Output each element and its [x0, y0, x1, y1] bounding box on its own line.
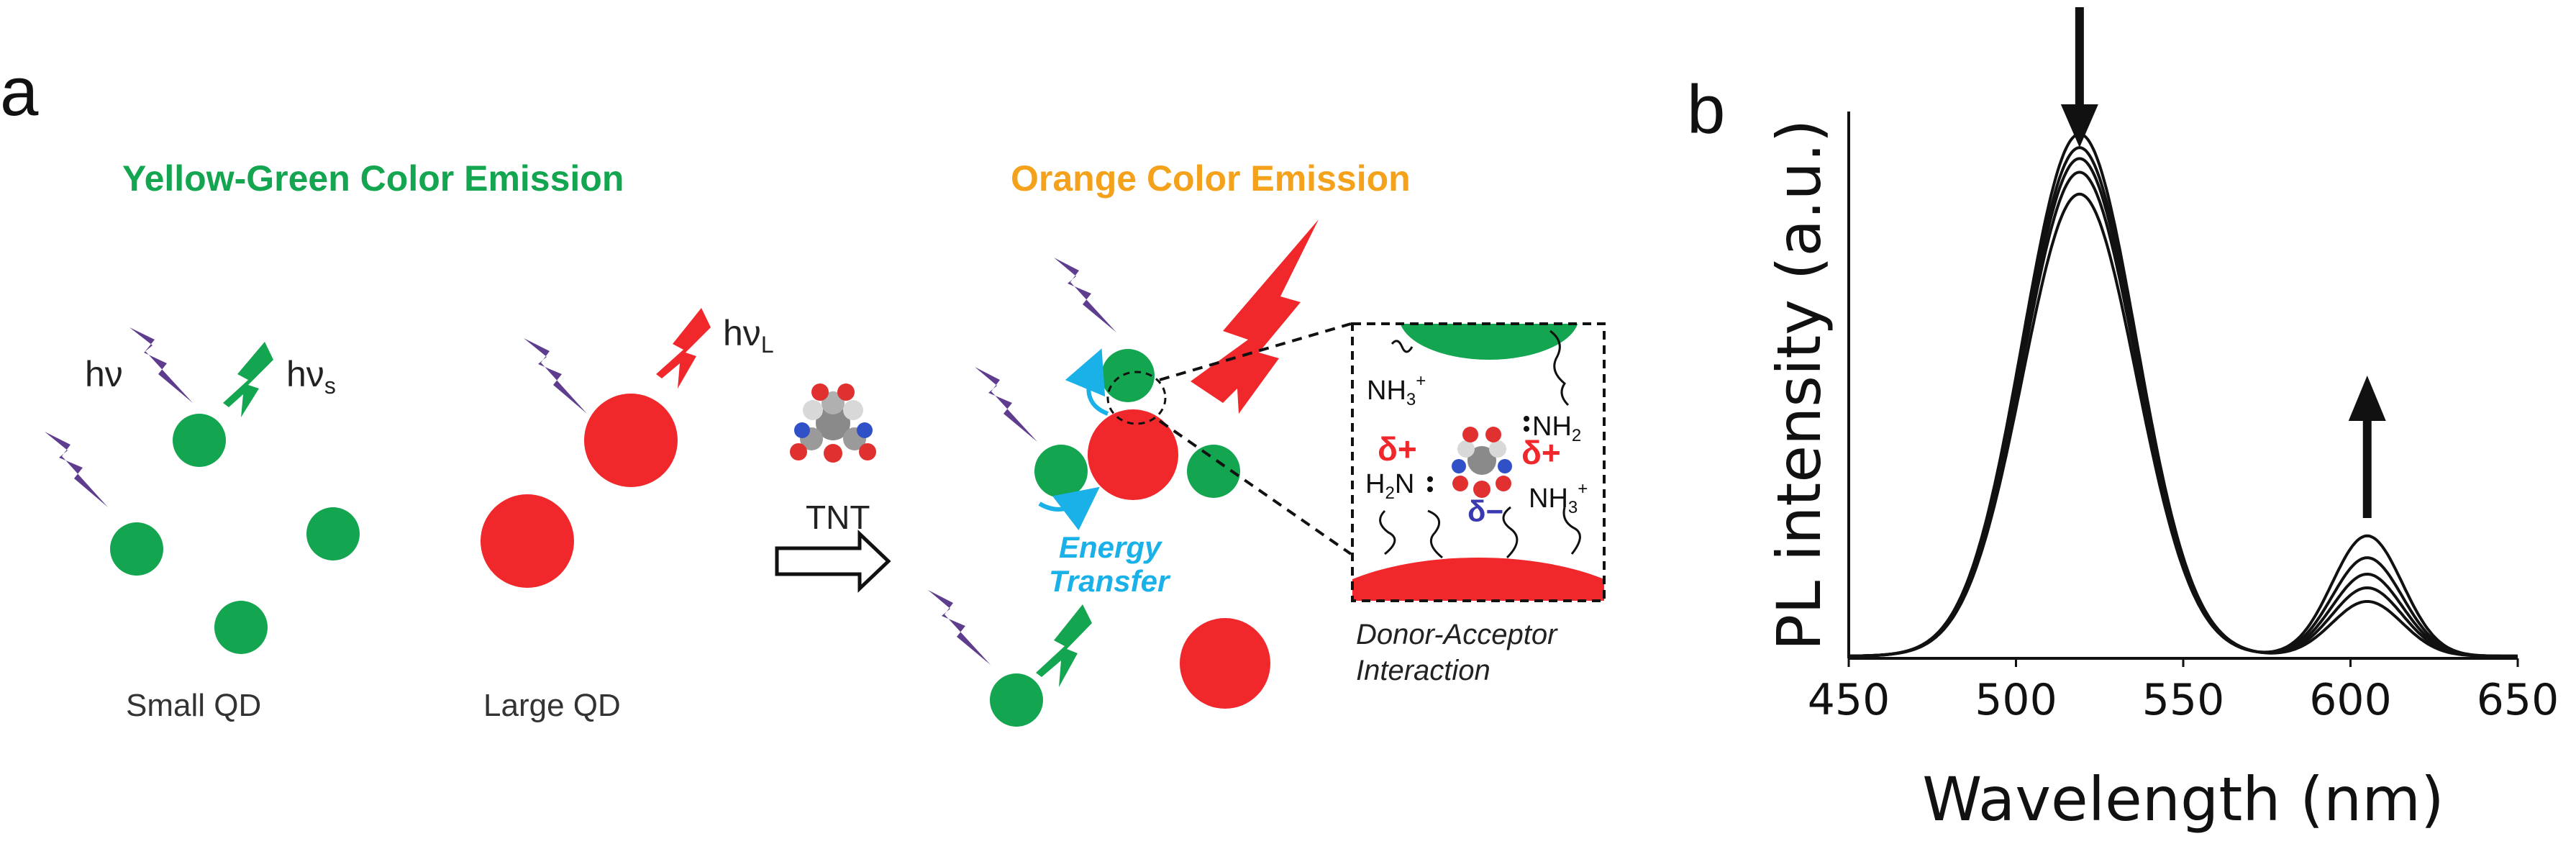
- small-qd-dot: [214, 601, 268, 654]
- small-qd-dot: [306, 507, 360, 560]
- small-qd-dot: [173, 414, 226, 467]
- small-qd-dot: [1034, 445, 1088, 498]
- mixed-qd-scene: Energy Transfer: [928, 219, 1319, 727]
- energy-transfer-label: Transfer: [1049, 564, 1171, 598]
- large-qd-dot: [481, 494, 574, 588]
- x-tick-label: 450: [1808, 675, 1890, 725]
- arrow-up-head: [2348, 376, 2386, 421]
- tnt-molecule-icon: [790, 383, 876, 463]
- reaction-arrow: [775, 530, 891, 593]
- spectrum-series-line: [1849, 157, 2518, 658]
- x-tick-label: 550: [2142, 675, 2225, 725]
- large-qd-group: hνL Large QD: [481, 308, 774, 723]
- lightning-purple-icon: [975, 367, 1037, 442]
- lone-pair-dot: [1427, 476, 1433, 482]
- ligand-chain: [1549, 330, 1570, 407]
- spectrum-series-line: [1848, 132, 2518, 658]
- tnt-molecule-icon: [1452, 427, 1512, 498]
- small-qd-dot: [1101, 349, 1155, 402]
- ligand-chain: [1379, 509, 1396, 555]
- zoom-line: [1158, 419, 1352, 555]
- x-axis-label: Wavelength (nm): [1922, 764, 2444, 835]
- energy-transfer-arrow: [1038, 486, 1100, 531]
- panel-b-label: b: [1687, 71, 1725, 148]
- ligand-chain: [1562, 507, 1581, 555]
- delta-minus: δ−: [1467, 494, 1503, 528]
- x-tick-label: 500: [1975, 675, 2057, 725]
- nh2-label: NH2: [1532, 412, 1581, 445]
- small-qd-surface: [1400, 324, 1578, 360]
- right-title: Orange Color Emission: [1011, 158, 1411, 199]
- x-tick-label: 600: [2309, 675, 2392, 725]
- lightning-green-icon: [1036, 604, 1092, 687]
- small-qd-dot: [990, 673, 1043, 727]
- hv-label: hν: [85, 354, 123, 394]
- lightning-purple-icon: [928, 590, 991, 665]
- lightning-purple-icon: [524, 338, 587, 414]
- small-qd-dot: [1187, 445, 1240, 498]
- large-qd-dot: [584, 394, 678, 487]
- energy-transfer-arrow: [1065, 348, 1109, 416]
- ligand-chain: [1427, 509, 1443, 559]
- large-qd-dot: [1088, 409, 1178, 500]
- large-qd-caption: Large QD: [483, 688, 621, 723]
- hvs-label: hνs: [286, 354, 336, 399]
- lightning-purple-icon: [1054, 258, 1116, 332]
- nh3-top-label: NH3+: [1367, 371, 1426, 409]
- small-qd-group: hν hνs Small QD: [45, 327, 360, 723]
- lightning-green-icon: [223, 342, 273, 417]
- delta-plus-left: δ+: [1378, 430, 1417, 468]
- donor-acceptor-inset: NH3+ NH2 H2N NH3+ δ+ δ+ δ−: [1351, 322, 1606, 602]
- lightning-purple-icon: [45, 432, 108, 507]
- zoom-region: [1106, 371, 1167, 425]
- lightning-red-big-icon: [1191, 219, 1319, 414]
- x-tick-label: 650: [2477, 675, 2559, 725]
- lightning-red-icon: [656, 308, 711, 389]
- lone-pair-dot: [1524, 416, 1529, 422]
- nh3-right-label: NH3+: [1529, 479, 1588, 517]
- panel-a-label: a: [0, 53, 39, 130]
- hvl-label: hνL: [723, 313, 774, 358]
- panel-a: a Yellow-Green Color Emission Orange Col…: [0, 53, 1606, 727]
- lone-pair-dot: [1524, 426, 1529, 432]
- y-axis-label: PL intensity (a.u.): [1764, 119, 1834, 651]
- left-title: Yellow-Green Color Emission: [122, 158, 624, 199]
- lightning-purple-icon: [129, 327, 193, 403]
- ligand-chain: [1502, 506, 1519, 559]
- ligand-chain: [1391, 340, 1414, 353]
- energy-transfer-label: Energy: [1059, 530, 1163, 564]
- large-qd-dot: [1180, 618, 1270, 709]
- spectrum-series-line: [1848, 146, 2518, 658]
- h2n-label: H2N: [1365, 469, 1414, 503]
- tnt-label: TNT: [806, 499, 870, 536]
- small-qd-caption: Small QD: [126, 688, 261, 723]
- large-qd-surface: [1352, 558, 1604, 601]
- delta-plus-right: δ+: [1521, 434, 1561, 471]
- spectrum-series-line: [1849, 192, 2518, 658]
- inset-caption: Donor-Acceptor: [1356, 619, 1558, 650]
- small-qd-dot: [110, 522, 163, 576]
- inset-caption: Interaction: [1356, 655, 1490, 686]
- lone-pair-dot: [1427, 486, 1433, 492]
- spectrum-series-line: [1849, 171, 2518, 658]
- arrow-down-head: [2060, 104, 2098, 147]
